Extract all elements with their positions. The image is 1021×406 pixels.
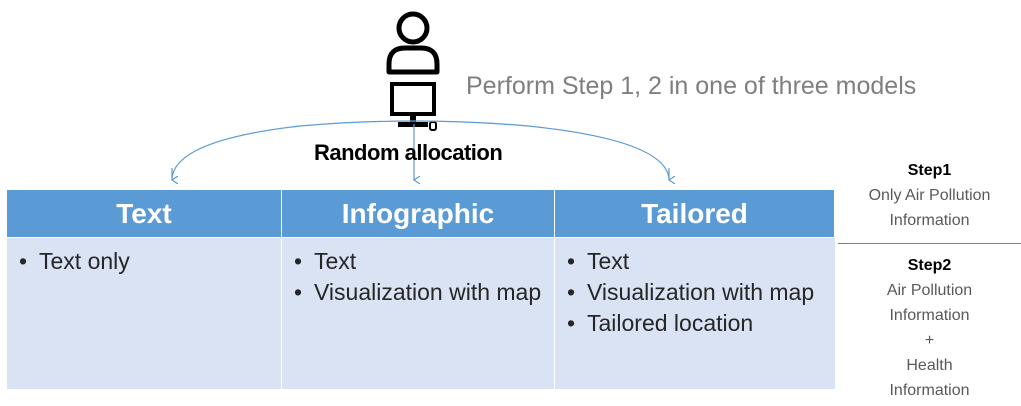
model-header-infographic: Infographic — [282, 190, 555, 237]
list-item: Tailored location — [565, 308, 827, 339]
computer-icon — [390, 82, 437, 131]
step1-line: Information — [889, 212, 970, 229]
step1-line: Only Air Pollution — [868, 187, 991, 204]
list-item: Text — [565, 246, 827, 277]
person-icon — [386, 11, 440, 75]
random-allocation-label: Random allocation — [314, 140, 503, 165]
model-cell-tailored: Text Visualization with map Tailored loc… — [555, 237, 835, 389]
step2-line: Information — [889, 307, 970, 324]
step-divider — [838, 243, 1021, 244]
list-item: Visualization with map — [565, 277, 827, 308]
step2-line: Air Pollution — [886, 282, 973, 299]
model-header-text: Text — [7, 190, 282, 237]
model-header-tailored: Tailored — [555, 190, 835, 237]
model-cell-text: Text only — [7, 237, 282, 389]
models-table: Text Infographic Tailored Text only Text… — [7, 190, 835, 389]
step2-title: Step2 — [907, 257, 952, 274]
model-cell-infographic: Text Visualization with map — [282, 237, 555, 389]
list-item: Text only — [17, 246, 273, 277]
caption-text: Perform Step 1, 2 in one of three models — [466, 72, 917, 100]
list-item: Text — [292, 246, 546, 277]
step2-line: Health — [906, 357, 953, 374]
step1-title: Step1 — [907, 162, 952, 179]
step2-line: Information — [889, 382, 970, 399]
step2-line: + — [924, 332, 935, 349]
list-item: Visualization with map — [292, 277, 546, 308]
steps-panel: Step1 Only Air Pollution Information Ste… — [838, 158, 1021, 403]
